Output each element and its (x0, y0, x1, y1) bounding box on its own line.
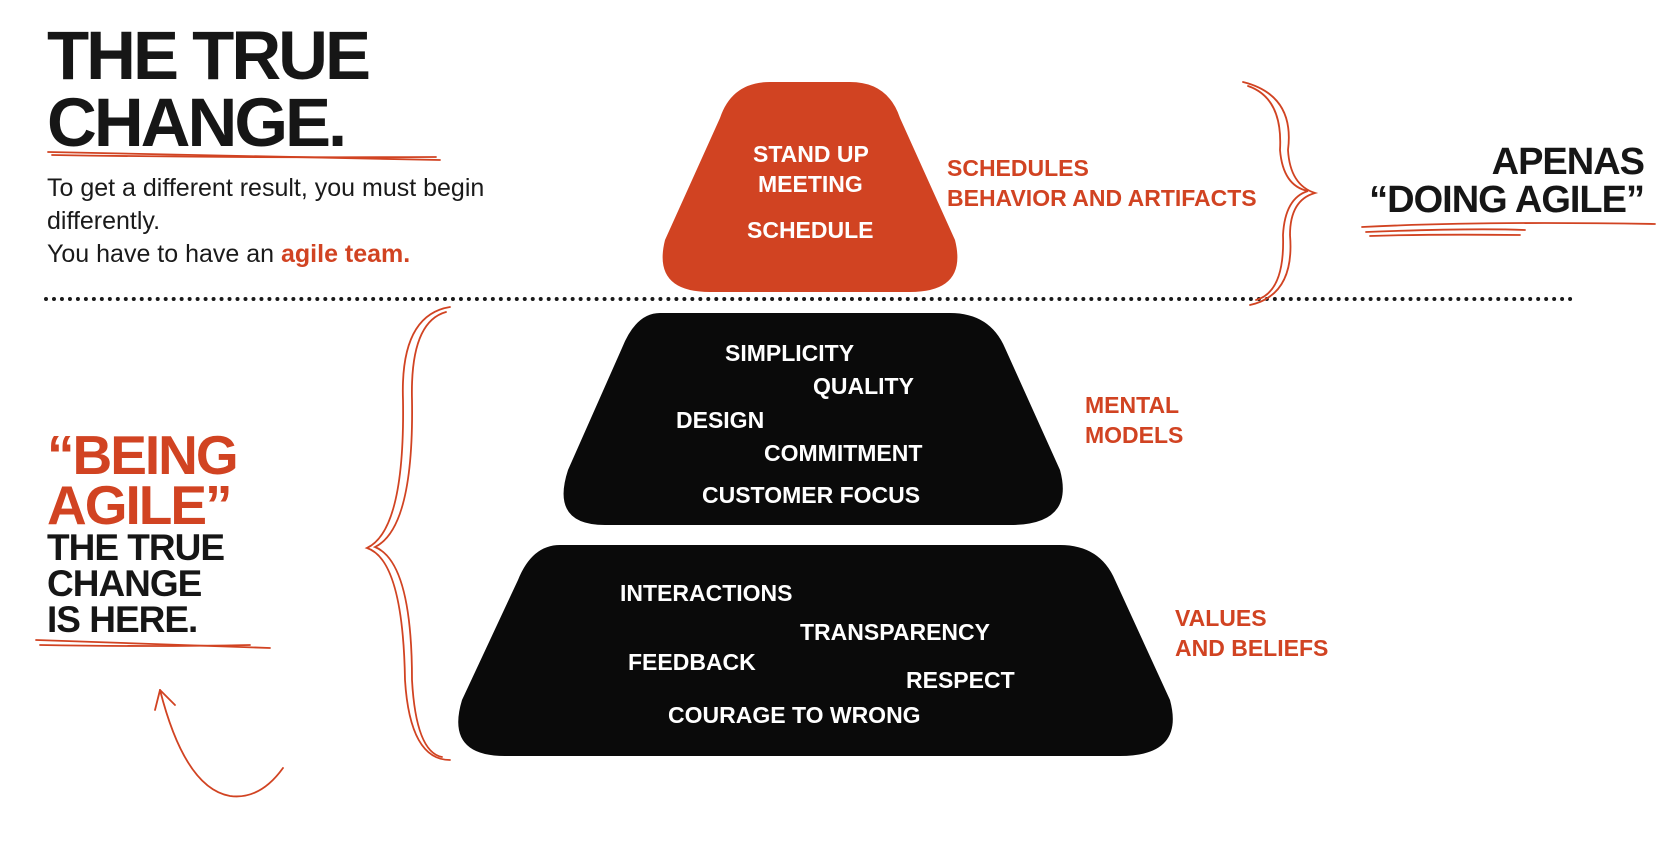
brace-right (1242, 81, 1319, 306)
being-quote-2: AGILE” (47, 474, 233, 536)
label-middle-line-1: MENTAL (1085, 392, 1180, 418)
intro-line-2: differently. (47, 207, 161, 235)
arrow-curve (154, 689, 284, 798)
word-respect: RESPECT (906, 667, 1015, 693)
label-top-tier: SCHEDULES BEHAVIOR AND ARTIFACTS (947, 153, 1257, 213)
word-courage-to-wrong: COURAGE TO WRONG (668, 702, 921, 728)
word-schedule: SCHEDULE (747, 217, 874, 243)
word-stand-up: STAND UP (753, 141, 869, 167)
label-bottom-line-1: VALUES (1175, 605, 1267, 631)
page-title-line-2: CHANGE. (47, 84, 347, 161)
page-title-line-1: THE TRUE (47, 17, 371, 94)
intro-line-3-prefix: You have to have an (47, 240, 281, 268)
intro-line-3: You have to have an agile team. (47, 238, 567, 271)
doing-line-1: APENAS (1491, 141, 1645, 183)
word-transparency: TRANSPARENCY (800, 619, 990, 645)
being-line-1: THE TRUE (47, 527, 225, 568)
doing-agile-callout: APENAS “DOING AGILE” (1369, 141, 1645, 221)
intro-text: To get a different result, you must begi… (47, 172, 567, 271)
label-bottom-tier: VALUES AND BELIEFS (1175, 603, 1328, 663)
doing-underline (1361, 222, 1656, 237)
tier-bottom-shape (458, 545, 1173, 756)
word-customer-focus: CUSTOMER FOCUS (702, 482, 921, 508)
intro-highlight: agile team. (281, 240, 411, 268)
brace-left (364, 306, 451, 761)
being-quote-1: “BEING (47, 424, 239, 486)
being-underline (35, 639, 271, 649)
word-meeting: MEETING (758, 171, 863, 197)
doing-line-2: “DOING AGILE” (1369, 179, 1645, 221)
word-design: DESIGN (676, 407, 765, 433)
intro-line-1: To get a different result, you must begi… (47, 174, 485, 202)
divider-line (44, 297, 1574, 301)
label-top-line-2: BEHAVIOR AND ARTIFACTS (947, 185, 1257, 211)
word-quality: QUALITY (813, 373, 914, 399)
headline-underline (47, 151, 441, 161)
being-line-2: CHANGE (47, 563, 202, 604)
label-top-line-1: SCHEDULES (947, 155, 1089, 181)
word-feedback: FEEDBACK (628, 649, 756, 675)
tier-middle-shape (563, 313, 1063, 525)
word-interactions: INTERACTIONS (620, 580, 793, 606)
label-middle-tier: MENTAL MODELS (1085, 390, 1183, 450)
page-title: THE TRUE CHANGE. (47, 17, 371, 161)
tier-top-shape (662, 82, 958, 292)
label-bottom-line-2: AND BELIEFS (1175, 635, 1329, 661)
being-line-3: IS HERE. (47, 599, 198, 640)
being-agile-callout: “BEING AGILE” THE TRUE CHANGE IS HERE. (47, 424, 239, 640)
word-commitment: COMMITMENT (764, 440, 923, 466)
label-middle-line-2: MODELS (1085, 422, 1184, 448)
word-simplicity: SIMPLICITY (725, 340, 855, 366)
